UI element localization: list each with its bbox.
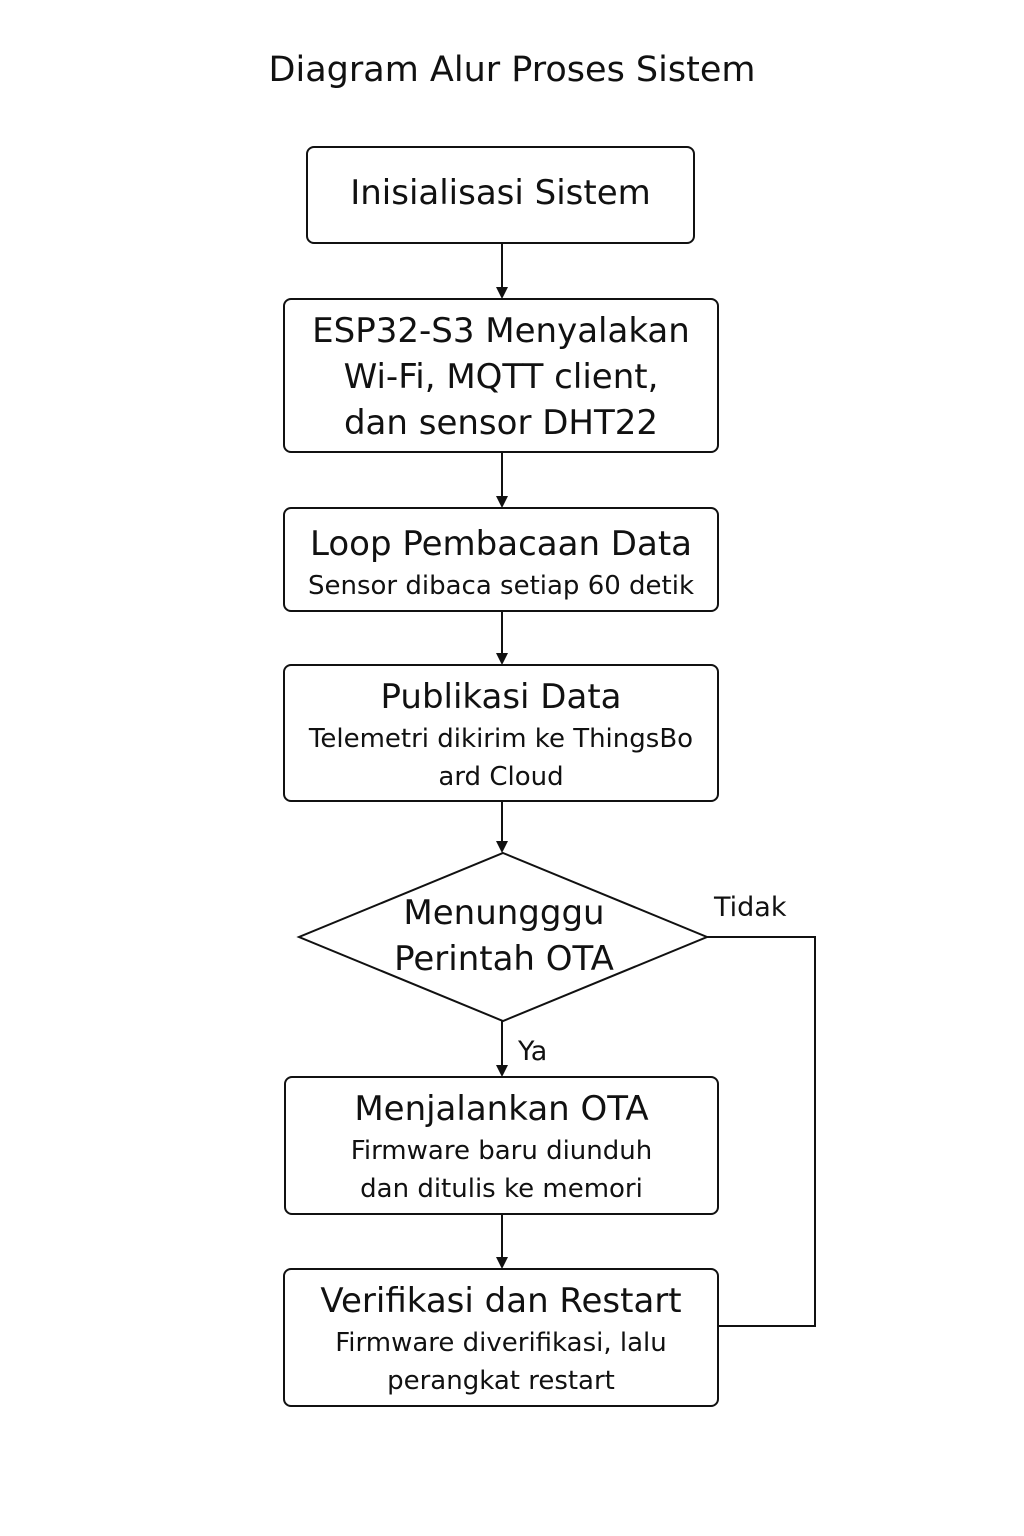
step-ota-desc-line-1: Firmware baru diunduh — [350, 1136, 653, 1166]
step-init-title: Inisialisasi Sistem — [350, 173, 651, 213]
decision-line-1: Menungggu — [403, 893, 605, 933]
step-publish-desc-line-2: ard Cloud — [438, 762, 564, 792]
step-publish-desc-line-1: Telemetri dikirim ke ThingsBo — [308, 724, 694, 754]
step-ota-desc-line-2: dan ditulis ke memori — [360, 1174, 643, 1204]
step-ota-box: Menjalankan OTA Firmware baru diunduh da… — [284, 1076, 719, 1215]
step-esp-line-2: Wi-Fi, MQTT client, — [343, 357, 659, 397]
step-restart-desc-line-1: Firmware diverifikasi, lalu — [335, 1328, 667, 1358]
connector-no-branch — [707, 936, 816, 1327]
step-restart-title: Verifikasi dan Restart — [320, 1281, 682, 1321]
step-publish-box: Publikasi Data Telemetri dikirim ke Thin… — [283, 664, 719, 802]
step-esp-box: ESP32-S3 Menyalakan Wi-Fi, MQTT client, … — [283, 298, 719, 453]
step-restart-desc-line-2: perangkat restart — [387, 1366, 615, 1396]
edge-label-yes: Ya — [518, 1036, 548, 1067]
decision-label: Menungggu Perintah OTA — [330, 890, 678, 982]
edge-label-no: Tidak — [714, 892, 787, 923]
step-loop-desc: Sensor dibaca setiap 60 detik — [307, 571, 695, 601]
step-publish-title: Publikasi Data — [380, 677, 622, 717]
step-ota-title: Menjalankan OTA — [354, 1089, 649, 1129]
diagram-title: Diagram Alur Proses Sistem — [268, 50, 756, 90]
step-restart-box: Verifikasi dan Restart Firmware diverifi… — [283, 1268, 719, 1407]
step-loop-box: Loop Pembacaan Data Sensor dibaca setiap… — [283, 507, 719, 612]
step-init-box: Inisialisasi Sistem — [306, 146, 695, 244]
decision-line-2: Perintah OTA — [394, 939, 614, 979]
step-loop-title: Loop Pembacaan Data — [310, 524, 692, 564]
step-esp-line-1: ESP32-S3 Menyalakan — [312, 311, 690, 351]
step-esp-line-3: dan sensor DHT22 — [343, 403, 659, 443]
